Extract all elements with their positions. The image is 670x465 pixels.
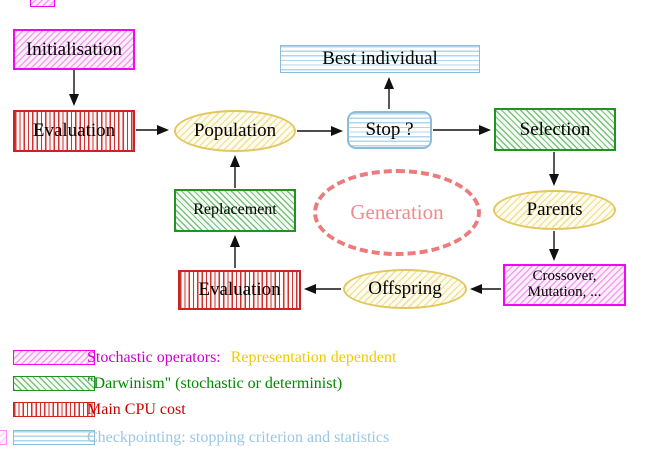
generation-cycle-ellipse: Generation <box>313 169 481 256</box>
legend-label-stochastic-operators: Stochastic operators: <box>87 349 221 366</box>
node-offspring-label: Offspring <box>368 278 442 300</box>
node-stop: Stop ? <box>347 111 432 149</box>
node-crossover-line1: Crossover, <box>532 268 597 285</box>
generation-label: Generation <box>350 200 444 224</box>
node-initialisation: Initialisation <box>13 29 135 70</box>
node-initialisation-label: Initialisation <box>25 38 123 60</box>
legend-item-checkpointing: Checkpointing: stopping criterion and st… <box>87 429 389 447</box>
node-parents: Parents <box>493 190 616 230</box>
legend-label-darwinism: "Darwinism" (stochastic or determinist) <box>87 375 343 392</box>
legend-label-main-cpu-cost: Main CPU cost <box>87 401 186 418</box>
left-edge-fragment <box>0 430 7 445</box>
legend-item-main-cpu-cost: Main CPU cost <box>87 401 186 419</box>
node-evaluation-bottom-label: Evaluation <box>198 279 281 301</box>
legend-item-stochastic-operators: Stochastic operators: Representation dep… <box>87 349 396 367</box>
node-replacement: Replacement <box>174 189 296 232</box>
legend-swatch-checkpointing <box>13 430 95 445</box>
node-evaluation-top: Evaluation <box>13 110 135 152</box>
top-edge-fragment <box>30 0 55 7</box>
legend-swatch-main-cpu-cost <box>13 402 95 417</box>
node-selection: Selection <box>494 108 616 151</box>
node-stop-label: Stop ? <box>365 119 414 141</box>
legend-swatch-darwinism <box>13 376 95 391</box>
node-population: Population <box>174 110 296 152</box>
node-offspring: Offspring <box>343 269 467 309</box>
legend-item-darwinism: "Darwinism" (stochastic or determinist) <box>87 375 342 393</box>
legend-label-representation-dependent: Representation dependent <box>230 349 397 366</box>
node-best-individual-label: Best individual <box>322 48 438 70</box>
legend-label-checkpointing: Checkpointing: stopping criterion and st… <box>87 429 390 446</box>
node-parents-label: Parents <box>526 199 583 221</box>
node-best-individual: Best individual <box>280 45 480 73</box>
node-replacement-label: Replacement <box>193 201 277 219</box>
node-selection-label: Selection <box>519 118 591 140</box>
node-crossover-line2: Mutation, ... <box>527 284 602 300</box>
node-population-label: Population <box>193 120 277 142</box>
node-evaluation-top-label: Evaluation <box>32 120 116 142</box>
node-evaluation-bottom: Evaluation <box>178 270 301 310</box>
node-crossover-mutation: Crossover, Mutation, ... <box>503 264 626 306</box>
legend-swatch-stochastic-operators <box>13 350 95 365</box>
